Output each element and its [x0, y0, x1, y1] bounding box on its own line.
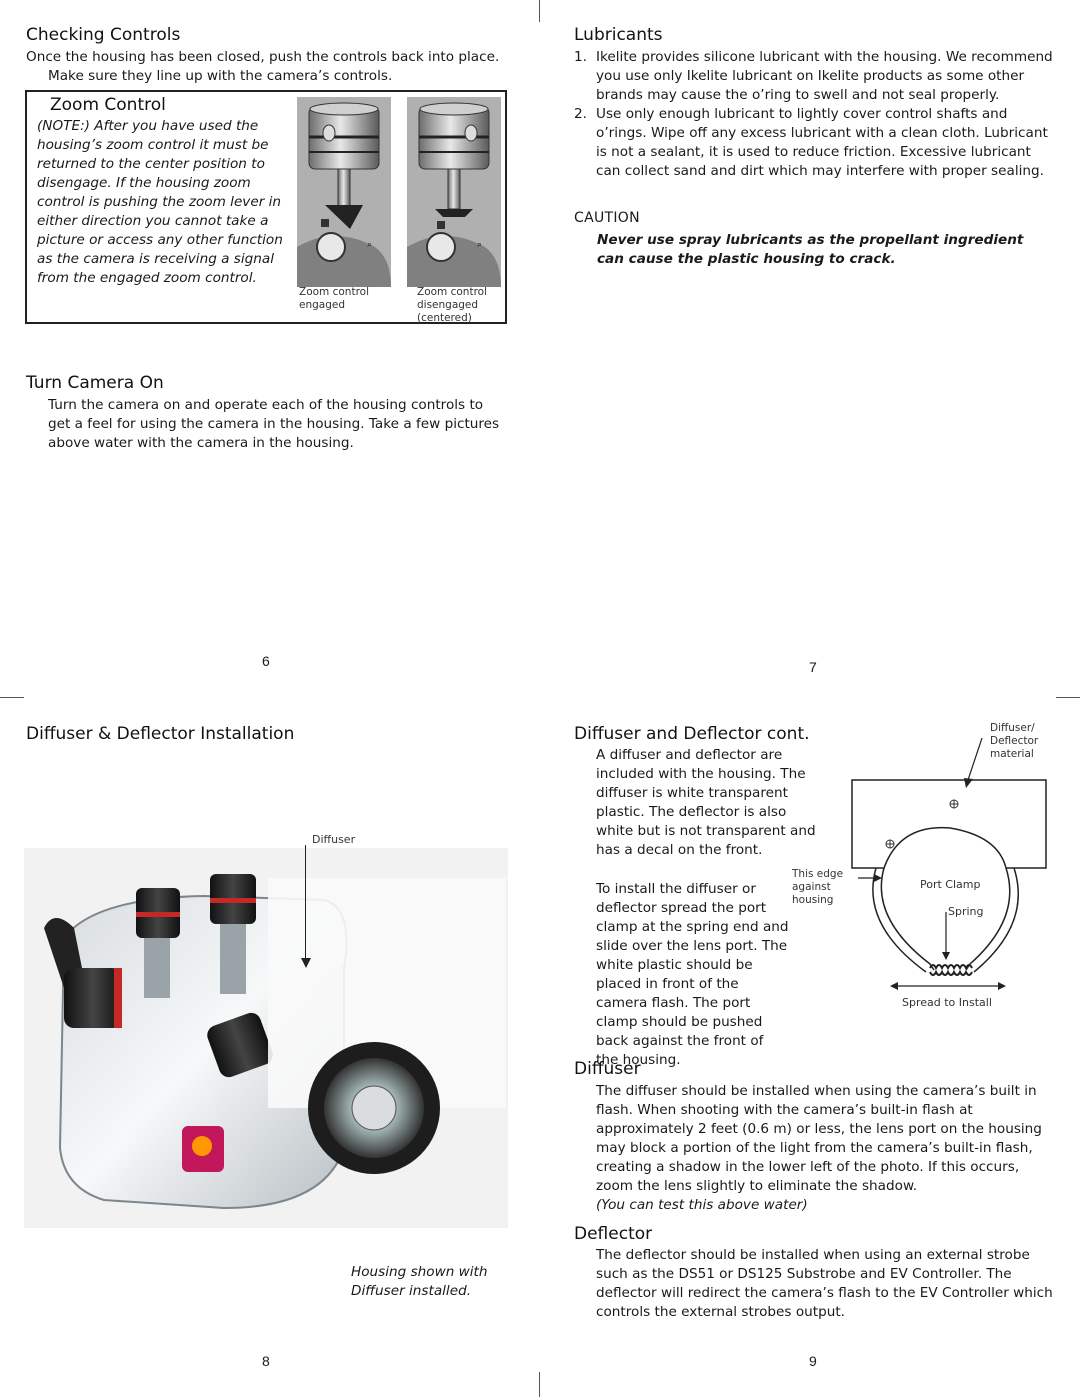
- diffuser-note: (You can test this above water): [596, 1197, 808, 1213]
- diffuser-title: Diffuser: [574, 1059, 641, 1079]
- caution-label: CAUTION: [574, 210, 640, 226]
- zoom-control-title: Zoom Control: [50, 95, 166, 115]
- lubricants-item: 2. Use only enough lubricant to lightly …: [574, 106, 1048, 179]
- zoom-disengaged-illustration: ⌕: [407, 97, 501, 287]
- deflector-title: Deflector: [574, 1224, 653, 1244]
- housing-caption: Housing shown with Diffuser installed.: [351, 1264, 488, 1299]
- diffuser-pointer-line: [305, 845, 306, 965]
- zoom-disengaged-caption: Zoom control disengaged (centered): [417, 286, 488, 324]
- edge-label: This edge against housing: [792, 868, 844, 906]
- diffuser-deflector-intro: A diffuser and deflector are included wi…: [596, 747, 816, 858]
- material-label: Diffuser/ Deflector material: [990, 722, 1039, 760]
- lubricants-item: 1. Ikelite provides silicone lubricant w…: [574, 49, 1053, 103]
- diffuser-deflector-installation-title: Diffuser & Deflector Installation: [26, 724, 295, 744]
- page-number-8: 8: [262, 1353, 270, 1369]
- spring-label: Spring: [948, 905, 984, 918]
- housing-photo: [24, 848, 508, 1228]
- turn-camera-on-title: Turn Camera On: [26, 373, 164, 393]
- fold-mark-bottom: [539, 1372, 540, 1397]
- diffuser-deflector-cont-title: Diffuser and Deflector cont.: [574, 724, 810, 744]
- checking-controls-text: Once the housing has been closed, push t…: [26, 49, 500, 84]
- checking-controls-title: Checking Controls: [26, 25, 181, 45]
- lubricants-title: Lubricants: [574, 25, 663, 45]
- deflector-text: The deflector should be installed when u…: [596, 1247, 1053, 1320]
- fold-mark-right: [1056, 697, 1080, 698]
- caution-text: Never use spray lubricants as the propel…: [597, 232, 1024, 267]
- fold-mark-top: [539, 0, 540, 22]
- diffuser-text: The diffuser should be installed when us…: [596, 1083, 1042, 1194]
- spring-coil: [929, 964, 973, 976]
- turn-camera-on-text: Turn the camera on and operate each of t…: [48, 397, 500, 451]
- diffuser-pointer-head: [301, 958, 311, 968]
- zoom-control-note: (NOTE:) After you have used the housing’…: [37, 118, 283, 286]
- spread-label: Spread to Install: [902, 996, 992, 1009]
- zoom-engaged-illustration: ⌕: [297, 97, 391, 287]
- zoom-engaged-caption: Zoom control engaged: [299, 286, 370, 311]
- diffuser-label: Diffuser: [312, 833, 356, 846]
- svg-text:⌕: ⌕: [367, 240, 372, 250]
- housing-illustration: [44, 874, 506, 1210]
- svg-text:⌕: ⌕: [477, 240, 482, 250]
- port-clamp-label: Port Clamp: [920, 878, 981, 891]
- diffuser-deflector-install-text: To install the diffuser or deflector spr…: [596, 881, 789, 1068]
- page-number-7: 7: [809, 659, 817, 675]
- fold-mark-left: [0, 697, 24, 698]
- page-number-9: 9: [809, 1353, 817, 1369]
- lubricants-list: 1. Ikelite provides silicone lubricant w…: [574, 48, 1058, 181]
- port-clamp-diagram: [851, 738, 1047, 990]
- zoom-control-box: Zoom Control (NOTE:) After you have used…: [25, 90, 507, 324]
- page-number-6: 6: [262, 653, 270, 669]
